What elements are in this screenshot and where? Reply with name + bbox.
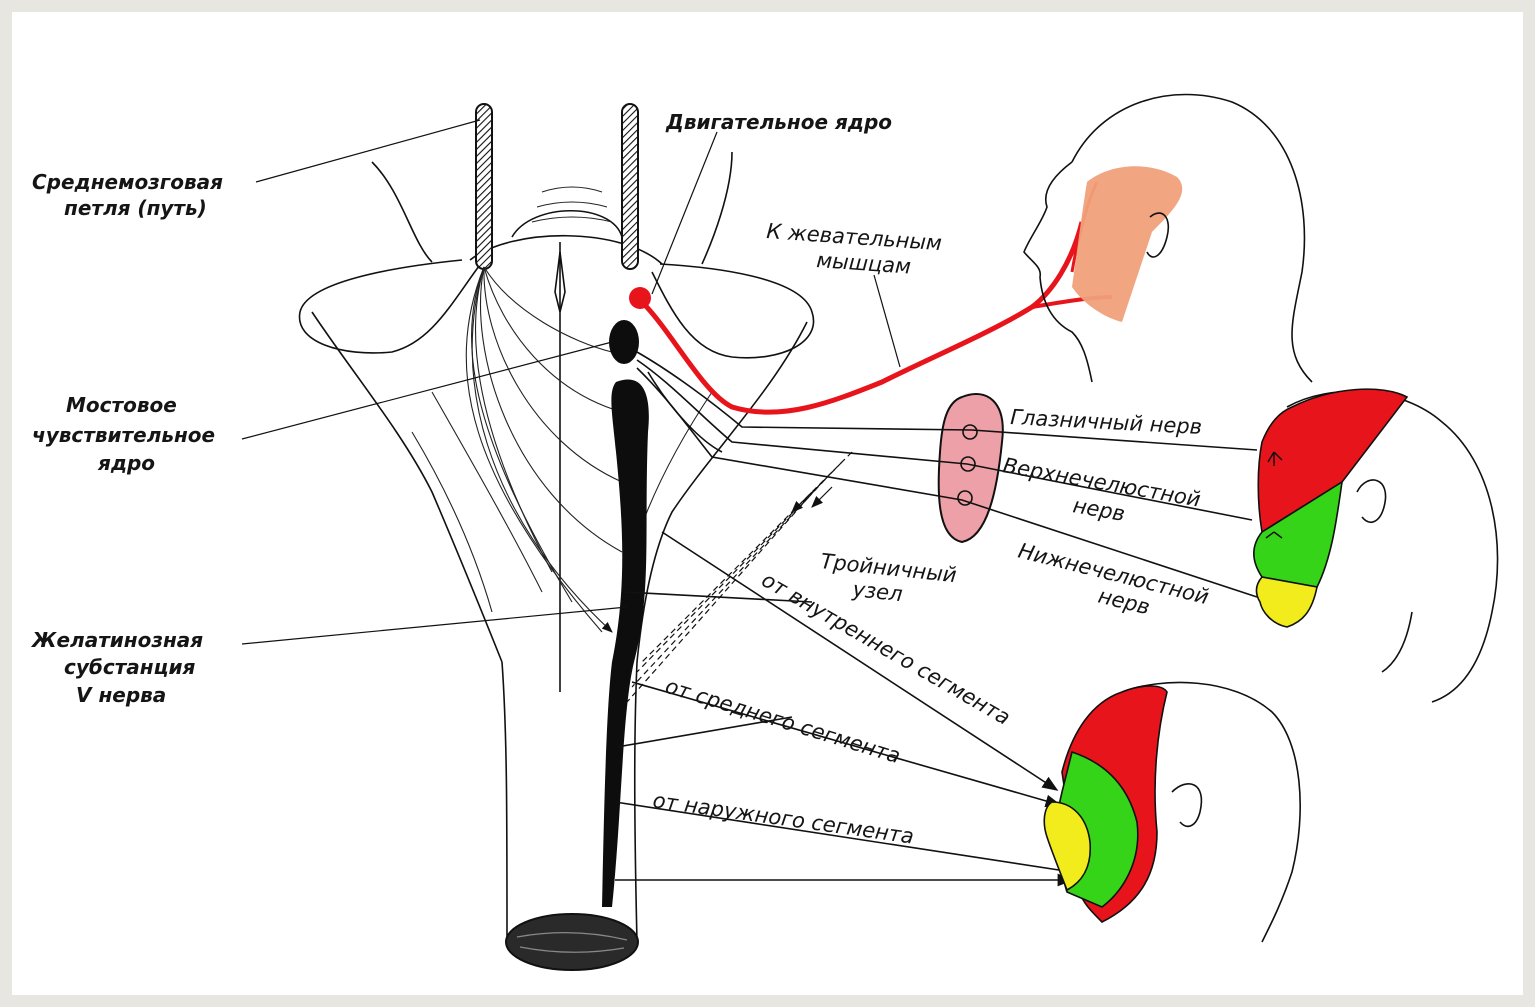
label-trigeminal-ganglion-2: узел bbox=[850, 577, 903, 606]
label-middle-segment: от среднего сегмента bbox=[663, 674, 904, 768]
brainstem bbox=[299, 152, 813, 970]
label-outer-segment: от наружного сегмента bbox=[651, 788, 915, 848]
label-midbrain-loop-2: петля (путь) bbox=[64, 196, 207, 220]
label-midbrain-loop-1: Среднемозговая bbox=[32, 170, 223, 194]
pontine-sensory-nucleus bbox=[609, 320, 639, 364]
medulla-right-edge bbox=[635, 662, 637, 942]
medulla-cut-section bbox=[506, 914, 638, 970]
head-chewing bbox=[1024, 95, 1312, 383]
figure-frame: Среднемозговая петля (путь) Двигательное… bbox=[12, 12, 1523, 995]
leader-lines bbox=[242, 120, 900, 644]
descending-tract bbox=[627, 452, 852, 702]
label-pontine-2: чувствительное bbox=[32, 423, 215, 447]
label-motor-nucleus: Двигательное ядро bbox=[665, 110, 892, 134]
label-pontine-3: ядро bbox=[97, 451, 155, 475]
head-nerve-zones bbox=[1254, 389, 1498, 702]
gelatinous-substance bbox=[602, 379, 649, 907]
label-maxillary-nerve-2: нерв bbox=[1071, 493, 1127, 526]
label-gelatinous-3: V нерва bbox=[76, 683, 166, 707]
head-segments bbox=[1044, 682, 1300, 942]
label-chewing-2: мышцам bbox=[816, 248, 912, 279]
pons-left-lobe bbox=[299, 260, 482, 353]
medulla-left-edge bbox=[502, 662, 507, 942]
label-pontine-1: Мостовое bbox=[66, 393, 177, 417]
motor-pathway bbox=[629, 182, 1112, 412]
label-gelatinous-1: Желатинозная bbox=[30, 628, 203, 652]
masseter-temporal-area bbox=[1072, 166, 1182, 322]
midbrain-loop bbox=[466, 104, 638, 632]
label-gelatinous-2: субстанция bbox=[64, 655, 195, 679]
trigeminal-ganglion bbox=[939, 394, 1003, 542]
trigeminal-diagram: Среднемозговая петля (путь) Двигательное… bbox=[12, 12, 1523, 995]
